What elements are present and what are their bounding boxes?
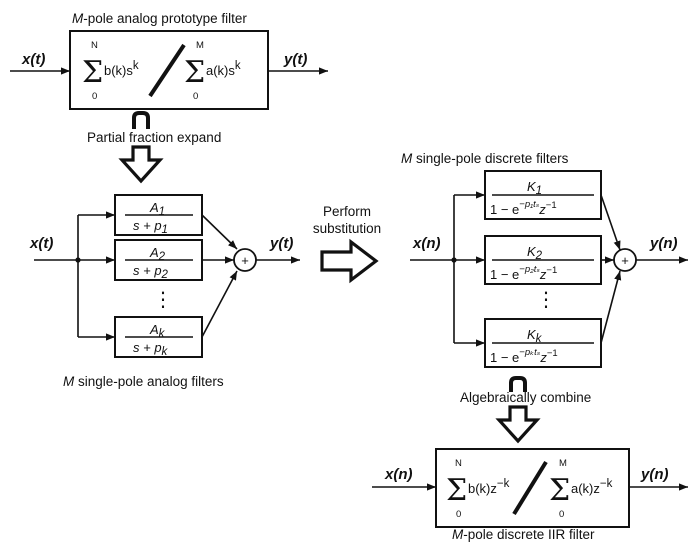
analog-filters-caption: M single-pole analog filters xyxy=(63,374,224,389)
right-arrow-hollow xyxy=(320,238,379,284)
discrete-filter-k-num: Kk xyxy=(527,327,543,345)
iir-den-term: a(k)z−k xyxy=(571,478,613,496)
discrete-filter-k-den: 1 − e−pₖtₛz−1 xyxy=(490,347,558,365)
iir-num-upper-limit: N xyxy=(455,458,462,469)
branch1-out-arrow xyxy=(201,214,238,250)
den-sigma-symbol: Σ xyxy=(184,55,205,90)
discrete-filter-k: Kk 1 − e−pₖtₛz−1 xyxy=(484,318,602,368)
input-signal-x-n-mid: x(n) xyxy=(412,235,441,252)
division-slash-bottom xyxy=(512,460,548,516)
den-sum-upper-limit: M xyxy=(196,40,204,51)
analog-filter-1-num: A1 xyxy=(149,200,165,218)
analog-filter-2-den: s + p2 xyxy=(133,263,169,281)
discrete-filter-2-num: K2 xyxy=(527,244,543,262)
analog-filter-k-den: s + pk xyxy=(133,340,169,358)
analog-summer-plus: + xyxy=(241,253,249,268)
iir-num-term: b(k)z−k xyxy=(468,478,510,496)
input-signal-x-t-top: x(t) xyxy=(21,51,45,68)
analog-filter-k: Ak s + pk xyxy=(114,316,203,358)
down-arrow-hollow-1 xyxy=(118,145,164,184)
discrete-filter-2-den: 1 − e−p₂tₛz−1 xyxy=(490,264,557,282)
discrete-filter-1-den: 1 − e−p₁tₛz−1 xyxy=(490,199,557,217)
analog-prototype-caption: M-pole analog prototype filter xyxy=(72,11,247,26)
analog-filter-k-num: Ak xyxy=(149,322,166,340)
num-sum-lower-limit: 0 xyxy=(92,91,97,102)
discrete-filters-caption: M single-pole discrete filters xyxy=(401,151,569,166)
num-sigma-symbol: Σ xyxy=(82,55,103,90)
branchk-out-arrow xyxy=(201,270,238,338)
num-sum-upper-limit: N xyxy=(91,40,98,51)
output-signal-y-n-bottom: y(n) xyxy=(640,466,669,483)
dbranchk-out-arrow xyxy=(600,270,622,344)
analog-ellipsis: ⋮ xyxy=(153,289,173,311)
division-slash-top xyxy=(148,43,186,98)
iir-den-lower-limit: 0 xyxy=(559,509,564,520)
num-term: b(k)sk xyxy=(104,60,139,78)
discrete-filter-2: K2 1 − e−p₂tₛz−1 xyxy=(484,235,602,285)
iir-num-sigma: Σ xyxy=(446,473,467,508)
den-term: a(k)sk xyxy=(206,60,241,78)
iir-den-upper-limit: M xyxy=(559,458,567,469)
input-signal-x-n-bottom: x(n) xyxy=(384,466,413,483)
discrete-ellipsis: ⋮ xyxy=(536,289,556,311)
output-signal-y-t-top: y(t) xyxy=(283,51,307,68)
connector-hook-1 xyxy=(132,111,150,129)
input-signal-x-t-mid: x(t) xyxy=(29,235,53,252)
iir-filter-box xyxy=(435,448,630,528)
den-sum-lower-limit: 0 xyxy=(193,91,198,102)
discrete-filter-1: K1 1 − e−p₁tₛz−1 xyxy=(484,170,602,220)
iir-filter-caption: M-pole discrete IIR filter xyxy=(452,527,595,542)
iir-den-sigma: Σ xyxy=(549,473,570,508)
perform-caption-line1: Perform xyxy=(323,204,371,219)
discrete-summer-plus: + xyxy=(621,253,629,268)
analog-filter-2-num: A2 xyxy=(149,245,166,263)
perform-caption-line2: substitution xyxy=(313,221,381,236)
connector-hook-2 xyxy=(509,376,527,392)
iir-num-lower-limit: 0 xyxy=(456,509,461,520)
down-arrow-hollow-2 xyxy=(495,405,541,444)
partial-fraction-caption: Partial fraction expand xyxy=(87,130,221,145)
discrete-filter-1-num: K1 xyxy=(527,179,542,197)
analog-filter-1: A1 s + p1 xyxy=(114,194,203,236)
analog-filter-2: A2 s + p2 xyxy=(114,239,203,281)
dbranch1-out-arrow xyxy=(600,194,621,251)
output-signal-y-t-mid: y(t) xyxy=(269,235,293,252)
output-signal-y-n-mid: y(n) xyxy=(649,235,678,252)
analog-filter-1-den: s + p1 xyxy=(133,218,168,236)
algebraic-caption: Algebraically combine xyxy=(460,390,591,405)
